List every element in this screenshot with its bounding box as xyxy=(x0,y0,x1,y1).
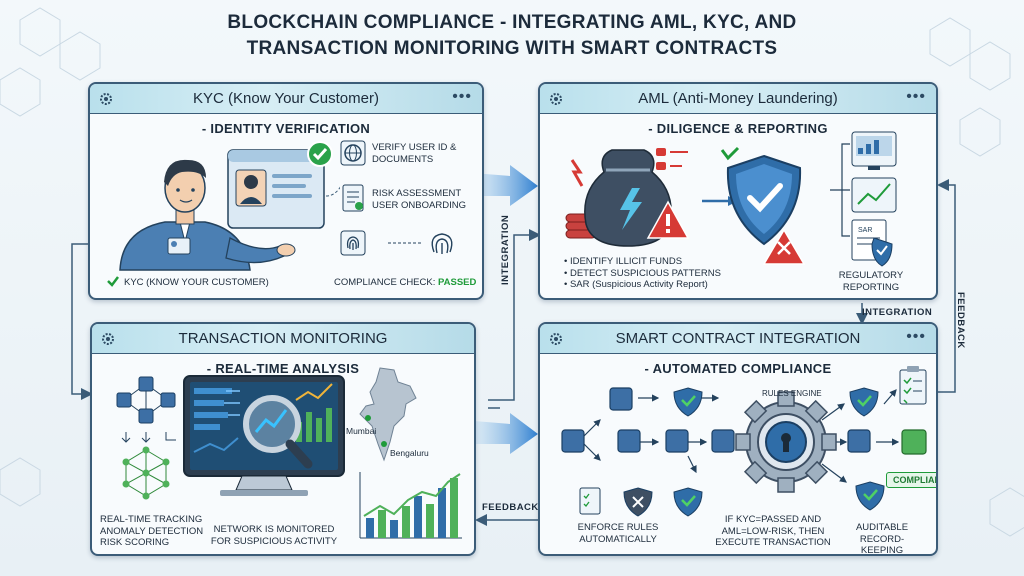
monitoring-panel-header: TRANSACTION MONITORING xyxy=(92,324,474,354)
monitoring-left-text: REAL-TIME TRACKING ANOMALY DETECTION RIS… xyxy=(100,514,203,549)
monitor-analytics-illustration xyxy=(183,375,345,496)
kyc-step-verify: VERIFY USER ID & DOCUMENTS xyxy=(372,142,457,165)
aml-bullet-2: • DETECT SUSPICIOUS PATTERNS xyxy=(564,267,721,279)
gear-icon xyxy=(550,93,562,105)
title-line-2: TRANSACTION MONITORING WITH SMART CONTRA… xyxy=(246,38,778,59)
kyc-subheading: - IDENTITY VERIFICATION xyxy=(201,121,371,136)
aml-panel-header: AML (Anti-Money Laundering) ••• xyxy=(540,84,936,114)
aml-bullet-2-text: DETECT SUSPICIOUS PATTERNS xyxy=(569,267,721,279)
enforce-rules-text: ENFORCE RULES AUTOMATICALLY xyxy=(577,522,659,545)
feedback-line-right xyxy=(937,179,956,393)
kyc-panel-title: KYC (Know Your Customer) xyxy=(193,90,379,107)
feedback-vertical-label: FEEDBACK xyxy=(955,292,966,349)
title-line-1: BLOCKCHAIN COMPLIANCE - INTEGRATING AML,… xyxy=(227,12,797,33)
feedback-horizontal-label: FEEDBACK xyxy=(482,502,539,513)
shield-check-icon xyxy=(720,146,806,265)
aml-panel: AML (Anti-Money Laundering) ••• - DILIGE… xyxy=(538,82,938,300)
integration-vertical-label: INTEGRATION xyxy=(500,214,511,285)
fingerprint-scan-icon xyxy=(388,233,453,254)
smart-contract-subheading: - AUTOMATED COMPLIANCE xyxy=(644,361,832,376)
kyc-panel: KYC (Know Your Customer) ••• - IDENTITY … xyxy=(88,82,484,300)
globe-icon xyxy=(340,140,366,166)
growth-bar-chart-icon xyxy=(359,472,462,539)
aml-bullet-list: • IDENTIFY ILLICIT FUNDS • DETECT SUSPIC… xyxy=(564,256,721,291)
kyc-footer-label: KYC (KNOW YOUR CUSTOMER) xyxy=(124,277,269,288)
rules-engine-label: RULES ENGINE xyxy=(762,389,822,398)
network-nodes-illustration xyxy=(116,376,176,500)
page-title: BLOCKCHAIN COMPLIANCE - INTEGRATING AML,… xyxy=(0,10,1024,62)
monitoring-subheading: - REAL-TIME ANALYSIS xyxy=(206,361,360,376)
aml-panel-title: AML (Anti-Money Laundering) xyxy=(638,90,838,107)
integration-horizontal-label: INTEGRATION xyxy=(862,307,933,318)
kyc-person-illustration xyxy=(119,141,340,271)
kyc-panel-header: KYC (Know Your Customer) ••• xyxy=(90,84,482,114)
fingerprint-icon xyxy=(340,230,366,256)
compliant-status-badge: COMPLIANT xyxy=(886,472,936,488)
aml-bullet-1-text: IDENTIFY ILLICIT FUNDS xyxy=(569,256,683,267)
gear-icon xyxy=(550,333,562,345)
city-label-mumbai: Mumbai xyxy=(346,426,377,436)
smart-contract-panel-title: SMART CONTRACT INTEGRATION xyxy=(615,330,861,347)
monitoring-feature-1: REAL-TIME TRACKING xyxy=(100,514,203,525)
india-map-illustration xyxy=(359,367,417,462)
more-options-icon[interactable]: ••• xyxy=(906,328,926,345)
compliance-check-prefix: COMPLIANCE CHECK: xyxy=(334,277,438,288)
more-options-icon[interactable]: ••• xyxy=(452,88,472,105)
network-monitored-text: NETWORK IS MONITORED FOR SUSPICIOUS ACTI… xyxy=(210,524,338,547)
monitoring-panel: TRANSACTION MONITORING - REAL-TIME ANALY… xyxy=(90,322,476,556)
smart-contract-panel: SMART CONTRACT INTEGRATION ••• - AUTOMAT… xyxy=(538,322,938,556)
aml-subheading: - DILIGENCE & REPORTING xyxy=(648,121,828,136)
aml-bullet-3: • SAR (Suspicious Activity Report) xyxy=(564,279,708,290)
integration-line-vertical xyxy=(488,229,541,401)
more-options-icon[interactable]: ••• xyxy=(906,88,926,105)
monitoring-panel-title: TRANSACTION MONITORING xyxy=(178,330,388,347)
money-bag-illustration xyxy=(565,148,690,247)
compliance-status: PASSED xyxy=(438,277,477,288)
gear-icon xyxy=(102,333,114,345)
check-icon xyxy=(107,276,119,287)
regulatory-reports-illustration: SAR xyxy=(830,131,897,267)
monitoring-feature-3: RISK SCORING xyxy=(100,537,170,548)
smart-contract-flow-illustration xyxy=(561,366,927,517)
regulatory-reporting-label: REGULATORY REPORTING xyxy=(838,270,904,293)
gear-icon xyxy=(100,93,112,105)
smart-contract-panel-header: SMART CONTRACT INTEGRATION ••• xyxy=(540,324,936,354)
rules-condition-text: IF KYC=PASSED AND AML=LOW-RISK, THEN EXE… xyxy=(715,514,831,548)
monitoring-feature-2: ANOMALY DETECTION xyxy=(100,525,204,537)
sar-document-tag: SAR xyxy=(858,227,872,234)
kyc-step-risk: RISK ASSESSMENT USER ONBOARDING xyxy=(372,188,466,211)
aml-bullet-3-text: SAR (Suspicious Activity Report) xyxy=(569,279,708,290)
document-icon xyxy=(342,184,364,212)
compliance-check: COMPLIANCE CHECK: PASSED xyxy=(334,277,476,289)
auditable-record-text: AUDITABLE RECORD-KEEPING xyxy=(855,522,909,556)
aml-bullet-1: • IDENTIFY ILLICIT FUNDS xyxy=(564,256,683,267)
city-label-bengaluru: Bengaluru xyxy=(390,448,429,458)
